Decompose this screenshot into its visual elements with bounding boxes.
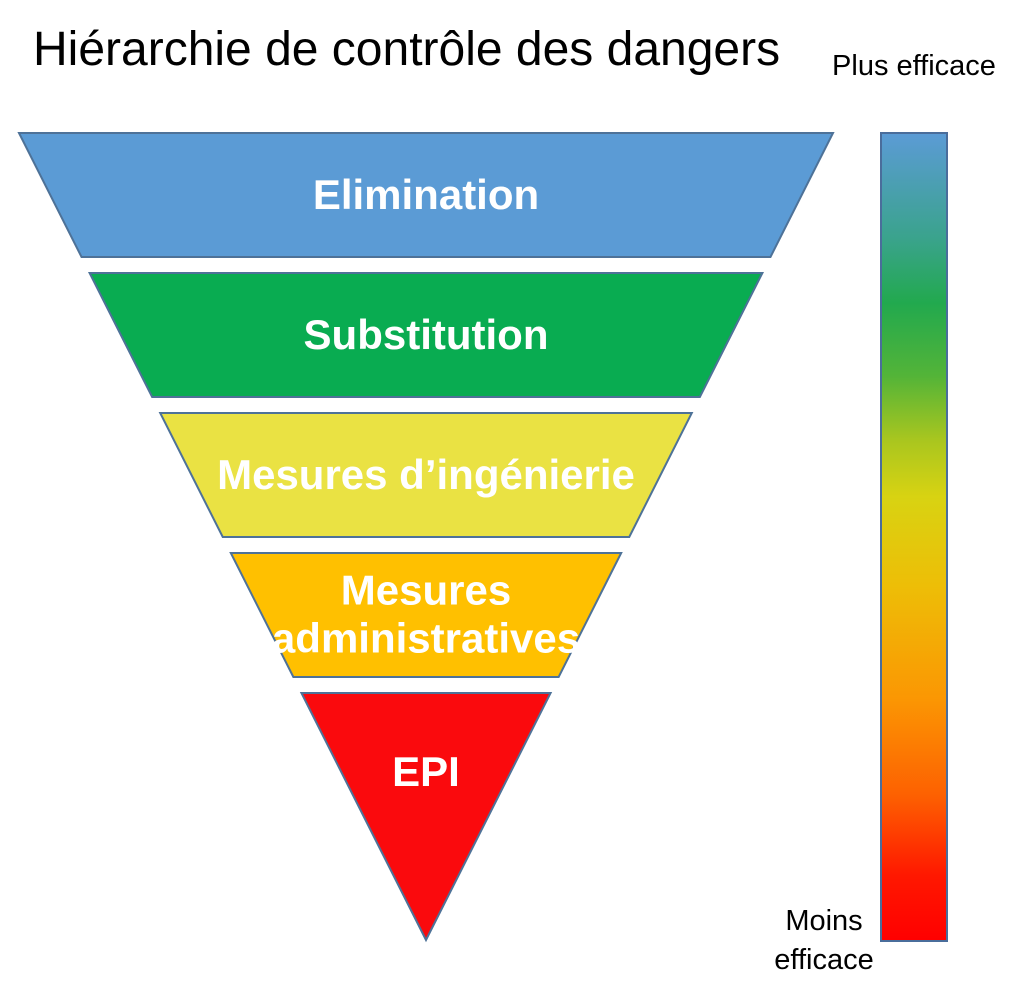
funnel-level-shape-1 [87, 272, 765, 398]
funnel-level-shape-4 [299, 692, 553, 943]
funnel-level-shape-2 [158, 412, 694, 538]
diagram-title: Hiérarchie de contrôle des dangers [33, 23, 781, 76]
scale-label-more-effective: Plus efficace [832, 50, 996, 82]
funnel-level-shape-3 [229, 552, 623, 678]
scale-label-less-effective: Moins efficace [774, 905, 874, 977]
effectiveness-gradient-bar [880, 132, 948, 942]
funnel-level-shape-0 [17, 132, 835, 258]
